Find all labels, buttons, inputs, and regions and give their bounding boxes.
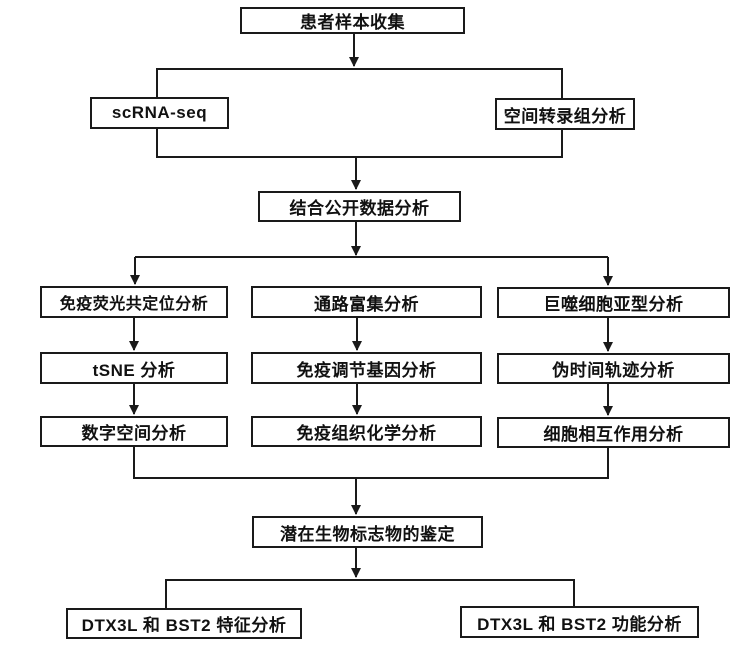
- flowchart-node-pathway-enrichment: 通路富集分析: [251, 286, 482, 318]
- flowchart-node-immune-regulatory-gene: 免疫调节基因分析: [251, 352, 482, 384]
- flowchart-node-cell-interaction: 细胞相互作用分析: [497, 417, 730, 448]
- flowchart-node-dtx3l-bst2-function: DTX3L 和 BST2 功能分析: [460, 606, 699, 638]
- flowchart-node-digital-spatial: 数字空间分析: [40, 416, 228, 447]
- flowchart-node-patient-sample: 患者样本收集: [240, 7, 465, 34]
- flowchart-node-spatial-transcriptomics: 空间转录组分析: [495, 98, 635, 130]
- flowchart-node-dtx3l-bst2-feature: DTX3L 和 BST2 特征分析: [66, 608, 302, 639]
- flowchart-node-macrophage-subtype: 巨噬细胞亚型分析: [497, 287, 730, 318]
- flowchart-node-scrna-seq: scRNA-seq: [90, 97, 229, 129]
- flowchart-node-immunohistochemistry: 免疫组织化学分析: [251, 416, 482, 447]
- flowchart-node-biomarker-identification: 潜在生物标志物的鉴定: [252, 516, 483, 548]
- flowchart-node-pseudotime-trajectory: 伪时间轨迹分析: [497, 353, 730, 384]
- flowchart-node-tsne-analysis: tSNE 分析: [40, 352, 228, 384]
- flowchart-node-immunofluorescence-colocalization: 免疫荧光共定位分析: [40, 286, 228, 318]
- merge-bar-line: [133, 447, 609, 479]
- bottom-split-line: [165, 579, 575, 608]
- flowchart-node-combined-public-data: 结合公开数据分析: [258, 191, 461, 222]
